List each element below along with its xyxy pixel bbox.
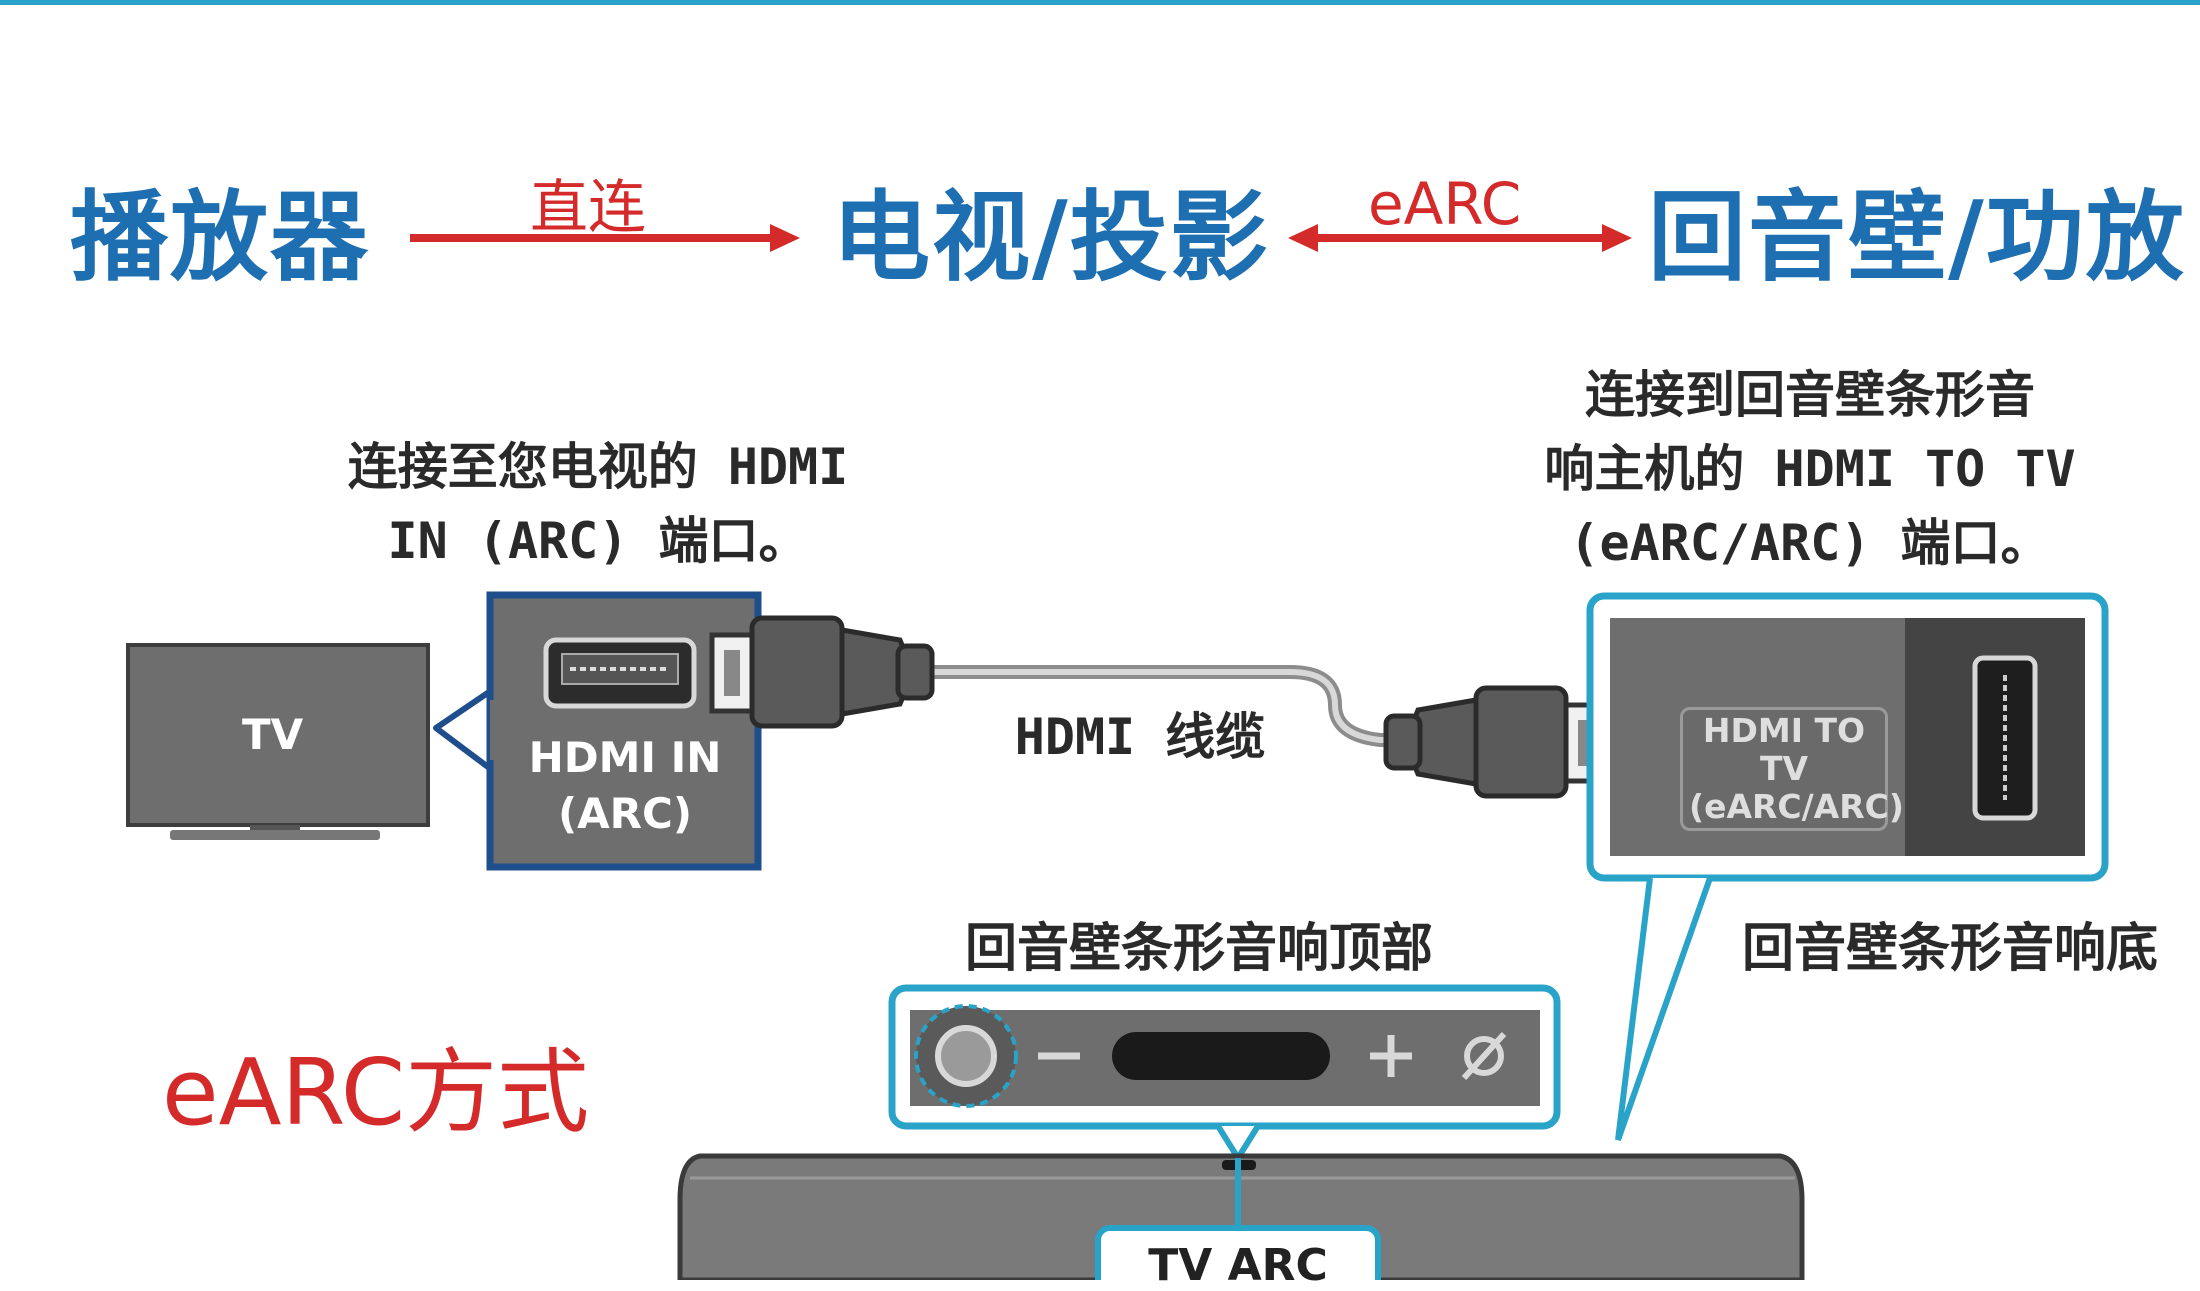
soundbar-hdmi-to-tv-line2: (eARC/ARC) (1689, 787, 1904, 826)
tv-hdmi-in-label: HDMI IN (ARC) (515, 730, 735, 842)
tv-port-caption-line2: IN (ARC) 端口。 (387, 512, 809, 570)
flow-soundbar-amp: 回音壁/功放 (1648, 181, 2186, 295)
hdmi-cable-label: HDMI 线缆 (1014, 708, 1266, 766)
soundbar-hdmi-to-tv-line1: HDMI TO TV (1702, 711, 1866, 788)
tv-port-caption: 连接至您电视的 HDMI IN (ARC) 端口。 (318, 430, 878, 578)
tv-illustration (126, 643, 430, 840)
soundbar-hdmi-to-tv-label: HDMI TO TV (eARC/ARC) (1680, 707, 1904, 831)
tv-port-caption-line1: 连接至您电视的 HDMI (347, 438, 849, 496)
soundbar-top-caption: 回音壁条形音响顶部 (965, 919, 1434, 979)
direct-arrow (410, 224, 800, 252)
earc-double-arrow (1288, 224, 1632, 252)
soundbar-port-caption-line1: 连接到回音壁条形音 (1585, 366, 2035, 424)
soundbar-port-caption-line3: (eARC/ARC) 端口。 (1569, 514, 2051, 572)
flow-player: 播放器 (70, 181, 371, 295)
flow-direct-label: 直连 (530, 173, 647, 241)
soundbar-top-callout (888, 984, 1561, 1164)
soundbar-port-callout (1586, 592, 2109, 1141)
tv-label: TV (242, 710, 304, 759)
flow-tv-projector: 电视/投影 (832, 181, 1270, 295)
earc-method-title: eARC方式 (162, 1039, 590, 1146)
soundbar-bottom-caption: 回音壁条形音响底 (1742, 919, 2159, 979)
tv-arc-tag: TV ARC (1148, 1240, 1328, 1291)
tv-hdmi-in-line2: (ARC) (557, 789, 693, 838)
soundbar-port-caption-line2: 响主机的 HDMI TO TV (1544, 440, 2076, 498)
flow-earc-label: eARC (1368, 170, 1522, 238)
tv-hdmi-in-line1: HDMI IN (528, 733, 722, 782)
soundbar-port-caption: 连接到回音壁条形音 响主机的 HDMI TO TV (eARC/ARC) 端口。 (1530, 358, 2090, 580)
top-rule (0, 0, 2200, 5)
soundbar-body (677, 1153, 1805, 1280)
